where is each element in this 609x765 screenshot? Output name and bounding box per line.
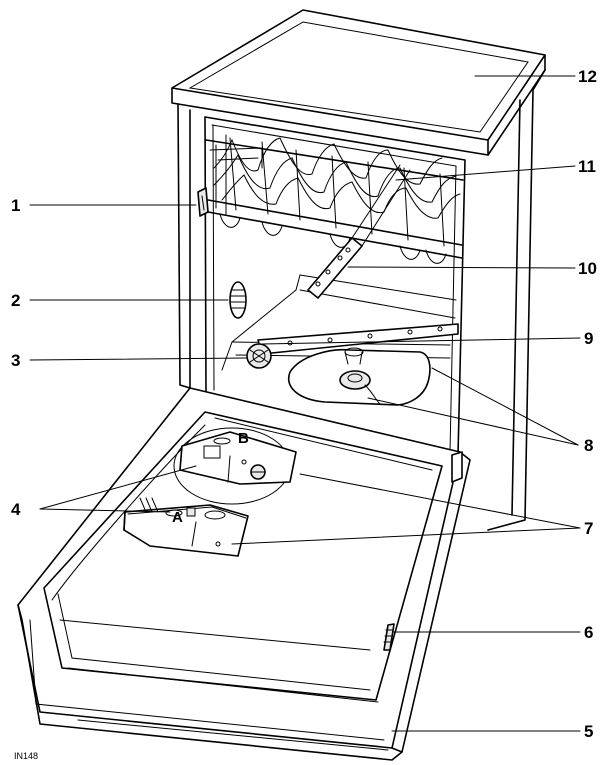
door-latch — [383, 623, 395, 651]
door-hinge — [451, 451, 463, 483]
door-inner-panel — [43, 411, 443, 701]
callout-10: 10 — [578, 259, 597, 278]
detergent-dispenser — [123, 497, 249, 557]
callout-11: 11 — [578, 157, 596, 176]
callout-lines — [29, 75, 581, 732]
salt-container-cap — [246, 343, 272, 369]
door — [17, 387, 471, 761]
letter-a: A — [172, 509, 183, 526]
tub-opening — [204, 116, 466, 456]
callout-6: 6 — [584, 623, 593, 642]
side-panel — [487, 69, 546, 531]
dispenser-magnified — [173, 427, 297, 505]
callout-2: 2 — [11, 291, 20, 310]
callout-8: 8 — [584, 436, 593, 455]
figure-code: IN148 — [14, 751, 38, 761]
side-grille — [229, 281, 247, 319]
callout-3: 3 — [11, 351, 20, 370]
left-post — [177, 103, 191, 389]
upper-rack — [205, 134, 464, 264]
callout-9: 9 — [584, 329, 593, 348]
letter-b: B — [238, 430, 249, 447]
callout-1: 1 — [11, 196, 20, 215]
door-outer — [17, 387, 461, 749]
callout-7: 7 — [584, 519, 593, 538]
upper-spray-arm — [307, 164, 411, 299]
filter-assembly — [287, 347, 431, 406]
callout-12: 12 — [578, 67, 597, 86]
callout-4: 4 — [11, 500, 21, 519]
callout-5: 5 — [584, 722, 593, 741]
rack-adjuster — [197, 187, 209, 217]
